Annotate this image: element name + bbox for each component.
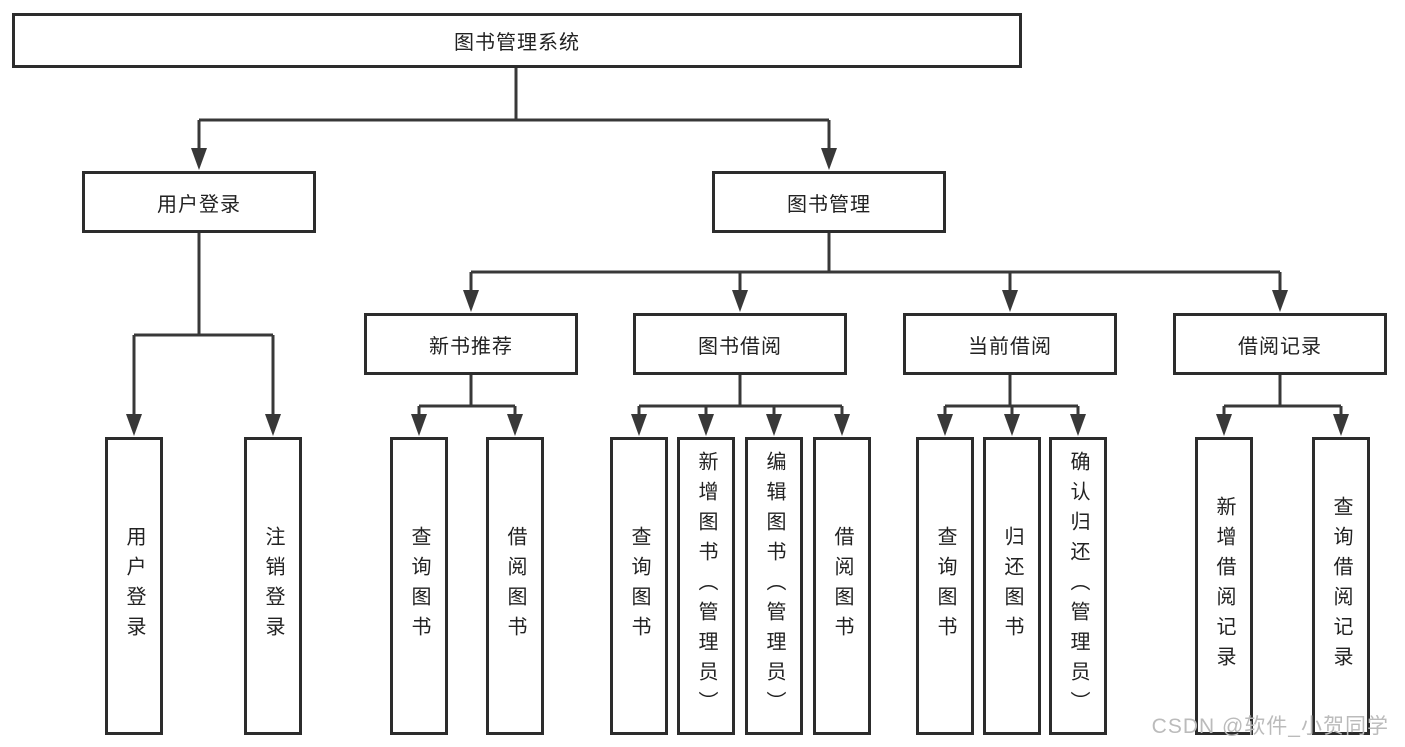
arrowhead — [265, 414, 281, 436]
node-new-book-recommendation: 新书推荐 — [364, 313, 578, 375]
node-label: 图书管理系统 — [454, 32, 580, 54]
arrowhead — [821, 148, 837, 170]
leaf-label: 用户登录 — [123, 526, 145, 646]
node-user-login: 用户登录 — [82, 171, 316, 233]
leaf-borrowing-query-books: 查询图书 — [610, 437, 668, 735]
leaf-borrowing-edit-books-admin: 编辑图书（管理员） — [745, 437, 803, 735]
leaf-records-add-record: 新增借阅记录 — [1195, 437, 1253, 735]
arrowhead — [411, 414, 427, 436]
leaf-label: 借阅图书 — [831, 526, 853, 646]
arrowhead — [766, 414, 782, 436]
leaf-label: 借阅图书 — [504, 526, 526, 646]
arrowhead — [732, 290, 748, 312]
leaf-label: 新增借阅记录 — [1213, 496, 1235, 676]
leaf-borrowing-add-books-admin: 新增图书（管理员） — [677, 437, 735, 735]
arrowhead — [698, 414, 714, 436]
connector-new-book-to-leaves — [411, 375, 523, 436]
node-label: 图书管理 — [787, 193, 871, 216]
connector-book-management-to-level3 — [463, 233, 1288, 312]
node-label: 新书推荐 — [429, 335, 513, 358]
leaf-label: 查询图书 — [934, 526, 956, 646]
leaf-label: 编辑图书（管理员） — [763, 451, 785, 721]
arrowhead — [1004, 414, 1020, 436]
node-book-management: 图书管理 — [712, 171, 946, 233]
node-book-borrowing: 图书借阅 — [633, 313, 847, 375]
leaf-user-login: 用户登录 — [105, 437, 163, 735]
node-label: 借阅记录 — [1238, 335, 1322, 358]
connector-book-borrowing-to-leaves — [631, 375, 850, 436]
arrowhead — [834, 414, 850, 436]
leaf-label: 查询图书 — [628, 526, 650, 646]
leaf-newbook-borrow-books: 借阅图书 — [486, 437, 544, 735]
arrowhead — [631, 414, 647, 436]
leaf-label: 确认归还（管理员） — [1067, 451, 1089, 721]
connector-current-borrowing-to-leaves — [937, 375, 1086, 436]
arrowhead — [1272, 290, 1288, 312]
leaf-current-query-books: 查询图书 — [916, 437, 974, 735]
arrowhead — [1216, 414, 1232, 436]
node-label: 用户登录 — [157, 193, 241, 216]
arrowhead — [191, 148, 207, 170]
leaf-label: 查询图书 — [408, 526, 430, 646]
leaf-borrowing-borrow-books: 借阅图书 — [813, 437, 871, 735]
leaf-records-query-record: 查询借阅记录 — [1312, 437, 1370, 735]
leaf-label: 归还图书 — [1001, 526, 1023, 646]
arrowhead — [937, 414, 953, 436]
arrowhead — [126, 414, 142, 436]
leaf-label: 查询借阅记录 — [1330, 496, 1352, 676]
node-label: 当前借阅 — [968, 335, 1052, 358]
connector-user-login-to-leaves — [126, 233, 281, 436]
node-library-management-system: 图书管理系统 — [12, 13, 1022, 68]
arrowhead — [1002, 290, 1018, 312]
leaf-label: 新增图书（管理员） — [695, 451, 717, 721]
node-borrowing-records: 借阅记录 — [1173, 313, 1387, 375]
connector-root-to-level2 — [191, 68, 837, 170]
leaf-current-return-books: 归还图书 — [983, 437, 1041, 735]
node-label: 图书借阅 — [698, 335, 782, 358]
leaf-current-confirm-return-admin: 确认归还（管理员） — [1049, 437, 1107, 735]
connector-borrowing-records-to-leaves — [1216, 375, 1349, 436]
node-current-borrowing: 当前借阅 — [903, 313, 1117, 375]
leaf-logout: 注销登录 — [244, 437, 302, 735]
arrowhead — [507, 414, 523, 436]
arrowhead — [1333, 414, 1349, 436]
leaf-newbook-query-books: 查询图书 — [390, 437, 448, 735]
arrowhead — [1070, 414, 1086, 436]
arrowhead — [463, 290, 479, 312]
leaf-label: 注销登录 — [262, 526, 284, 646]
